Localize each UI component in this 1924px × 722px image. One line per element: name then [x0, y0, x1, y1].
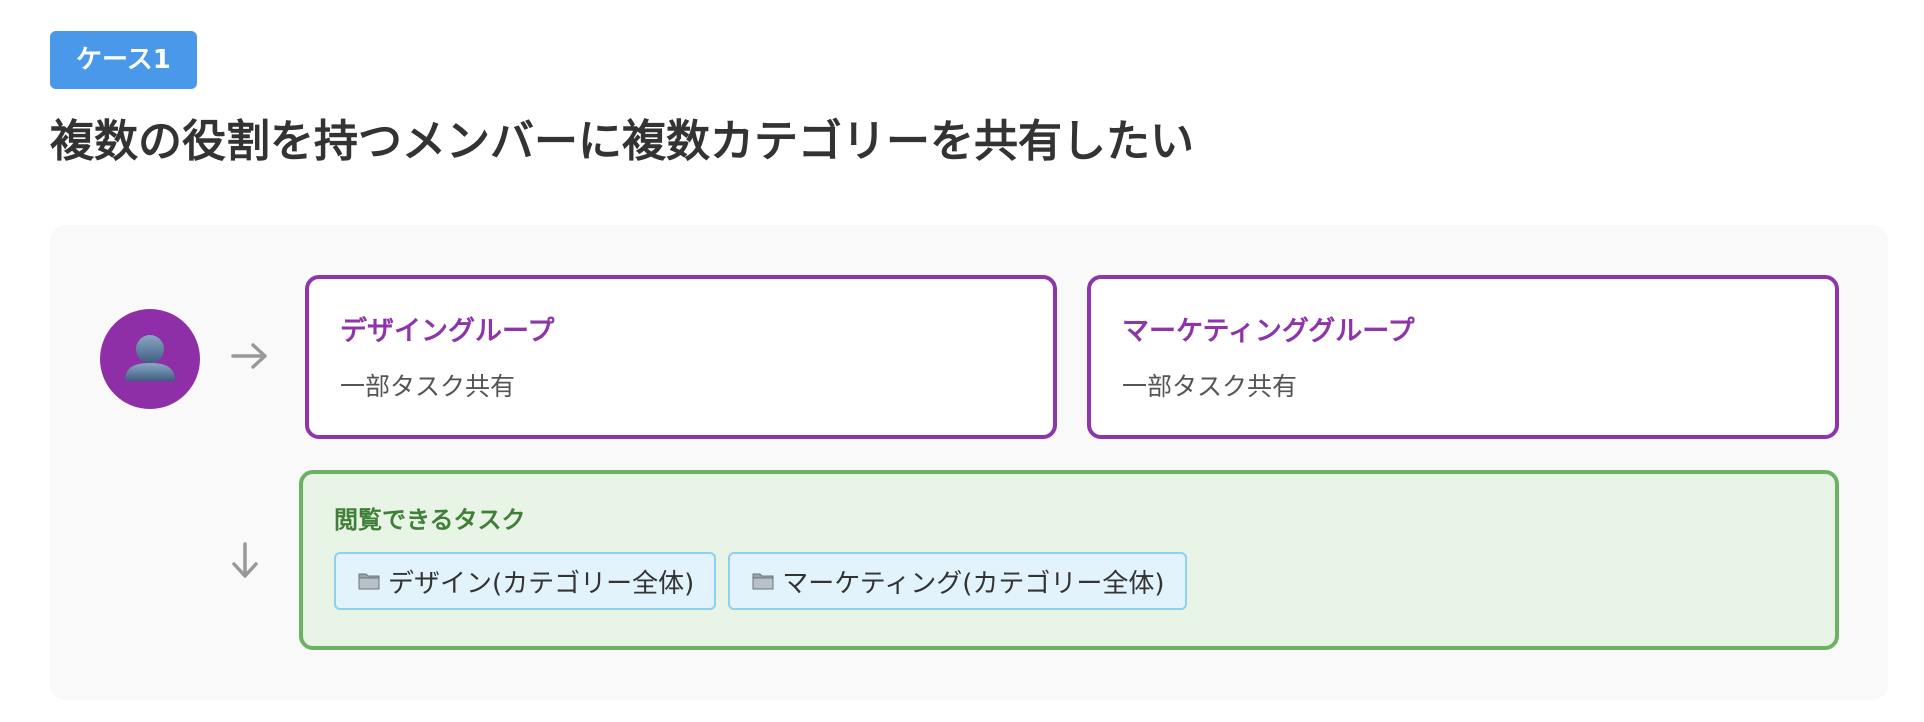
design-category-chip: デザイン(カテゴリー全体) — [334, 552, 717, 610]
design-group-share: 一部タスク共有 — [340, 372, 516, 401]
marketing-category-chip: マーケティング(カテゴリー全体) — [728, 552, 1187, 610]
design-category-label: デザイン(カテゴリー全体) — [388, 568, 695, 599]
marketing-group-name: マーケティンググループ — [1122, 316, 1415, 347]
viewable-tasks-box: 閲覧できるタスク デザイン(カテゴリー全体) マーケティング(カテゴリー全体) — [299, 470, 1839, 650]
page-title: 複数の役割を持つメンバーに複数カテゴリーを共有したい — [50, 116, 1194, 167]
marketing-group-card: マーケティンググループ 一部タスク共有 — [1087, 275, 1839, 439]
viewable-tasks-title: 閲覧できるタスク — [334, 506, 526, 534]
case-badge: ケース1 — [50, 31, 197, 89]
diagram-panel: デザイングループ 一部タスク共有 マーケティンググループ 一部タスク共有 閲覧で… — [50, 225, 1888, 700]
arrow-right-icon — [231, 343, 267, 369]
marketing-category-label: マーケティング(カテゴリー全体) — [782, 568, 1165, 599]
folder-icon — [752, 573, 774, 590]
member-avatar — [100, 309, 200, 409]
person-icon — [125, 335, 175, 381]
folder-icon — [358, 573, 380, 590]
design-group-card: デザイングループ 一部タスク共有 — [305, 275, 1057, 439]
design-group-name: デザイングループ — [340, 316, 555, 347]
arrow-down-icon — [232, 542, 258, 578]
marketing-group-share: 一部タスク共有 — [1122, 372, 1298, 401]
viewable-task-list: デザイン(カテゴリー全体) マーケティング(カテゴリー全体) — [334, 552, 1835, 610]
